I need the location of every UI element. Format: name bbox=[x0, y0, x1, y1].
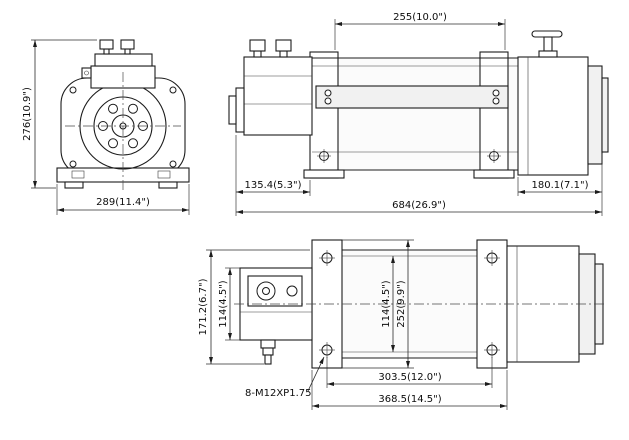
tie-bar-bolt bbox=[324, 97, 332, 105]
mount-foot bbox=[303, 169, 345, 179]
housing-corner-bolt bbox=[69, 160, 77, 168]
front-view: 276(10.9") 289(11.4") bbox=[22, 39, 190, 215]
tie-bar-bolt bbox=[324, 89, 332, 97]
cap-stem bbox=[279, 50, 288, 58]
cap-stem bbox=[103, 48, 110, 55]
top-view: 171.2(6.7") 114(4.5") 114(4.5") 252(9.9"… bbox=[198, 239, 606, 410]
motor-cap bbox=[249, 39, 266, 52]
housing-corner-bolt bbox=[69, 86, 77, 94]
hub-bolt bbox=[128, 103, 138, 114]
hose-fitting bbox=[260, 339, 276, 349]
tie-bar-bolt bbox=[492, 97, 500, 105]
port-connector-step bbox=[228, 95, 237, 125]
dim-drum-inner-width: 114(4.5") bbox=[381, 280, 392, 327]
hub-bolt bbox=[108, 103, 118, 114]
gear-end-step bbox=[601, 77, 609, 153]
clutch-handle-bar bbox=[531, 30, 563, 38]
gear-housing bbox=[517, 56, 589, 176]
cap-stem bbox=[124, 48, 131, 55]
dim-front-height: 276(10.9") bbox=[22, 87, 33, 141]
dim-motor-overall-height: 171.2(6.7") bbox=[198, 278, 209, 335]
base-detail bbox=[71, 170, 85, 179]
motor-cap bbox=[99, 39, 114, 50]
motor-port bbox=[286, 285, 298, 297]
motor-cap bbox=[120, 39, 135, 50]
cap-stem bbox=[253, 50, 262, 58]
leader-line bbox=[307, 356, 325, 392]
dim-mount-plate-width: 252(9.9") bbox=[396, 280, 407, 327]
valve-block-side bbox=[243, 56, 313, 136]
mount-foot bbox=[473, 169, 515, 179]
tie-bar bbox=[315, 85, 509, 109]
base-detail bbox=[157, 170, 171, 179]
housing-corner-bolt bbox=[169, 86, 177, 94]
port-connector bbox=[235, 87, 245, 133]
valve-side-tab bbox=[81, 67, 92, 79]
dim-front-width: 289(11.4") bbox=[96, 197, 150, 208]
foot-left bbox=[64, 181, 84, 189]
dim-motor-body-height: 114(4.5") bbox=[218, 280, 229, 327]
side-view: 255(10.0") 135.4(5.3") 180.1(7.1") 684(2… bbox=[228, 12, 609, 216]
gear-end-cap bbox=[587, 65, 603, 165]
hub-bolt bbox=[108, 138, 118, 149]
valve-tab-port bbox=[84, 70, 89, 76]
motor-port-inner bbox=[262, 287, 270, 295]
housing-corner-bolt bbox=[169, 160, 177, 168]
dim-bolt-hole-spacing: 303.5(12.0") bbox=[378, 372, 441, 383]
valve-top-block bbox=[94, 53, 153, 67]
bolt-holes bbox=[319, 250, 500, 358]
hose-fitting bbox=[264, 354, 272, 365]
motor-cap bbox=[275, 39, 292, 52]
clutch-handle-base bbox=[538, 50, 558, 58]
dim-gear-housing-length: 180.1(7.1") bbox=[532, 180, 589, 191]
dim-valve-length: 135.4(5.3") bbox=[245, 180, 302, 191]
dim-mount-overall-length: 368.5(14.5") bbox=[378, 394, 441, 405]
tie-bar-bolt bbox=[492, 89, 500, 97]
dim-drum-length: 255(10.0") bbox=[393, 12, 447, 23]
clutch-handle-stem bbox=[543, 36, 553, 52]
hose-fitting bbox=[262, 347, 274, 356]
thread-callout-label: 8-M12XP1.75 bbox=[245, 388, 311, 399]
dim-overall-length: 684(26.9") bbox=[392, 200, 446, 211]
foot-right bbox=[158, 181, 178, 189]
hub-bolt bbox=[128, 138, 138, 149]
